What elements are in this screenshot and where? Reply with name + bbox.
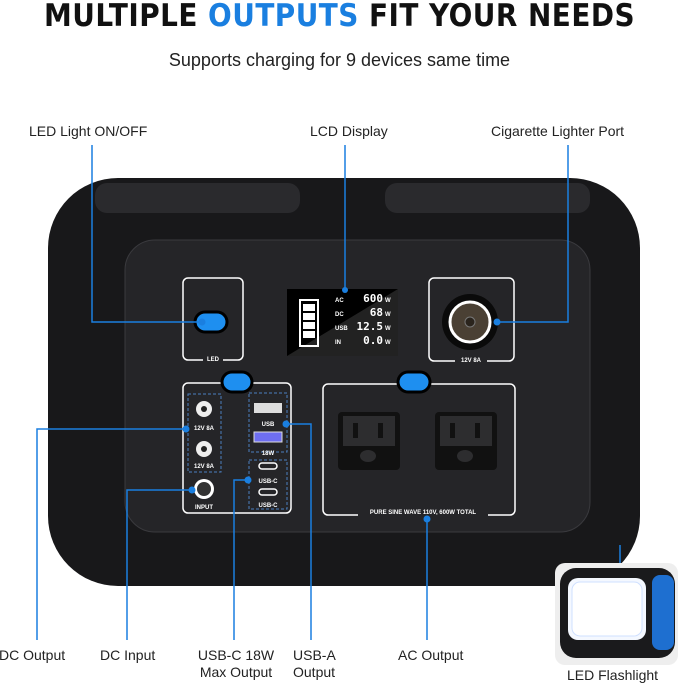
usbc1-text: USB-C	[259, 479, 279, 485]
lcd-row-label: AC	[335, 298, 344, 304]
callout-usb-a-line2: Output	[293, 664, 336, 680]
callout-flashlight: LED Flashlight	[567, 667, 659, 683]
lcd-row-value: 0.0	[363, 334, 383, 347]
lcd-row-value: 68	[370, 306, 383, 319]
flashlight-image	[555, 563, 678, 665]
callout-dc-output: DC Output	[0, 647, 66, 663]
lcd-row-value: 600	[363, 292, 383, 305]
callout-lines	[36, 145, 621, 640]
ac-text: PURE SINE WAVE 110V, 600W TOTAL	[370, 510, 476, 516]
usb-qc-text: 18W	[262, 451, 275, 457]
input-port	[197, 482, 211, 496]
lcd-row-label: USB	[335, 326, 348, 332]
ac-button	[396, 370, 432, 394]
dc-port-1	[201, 406, 207, 412]
usb-text: USB	[262, 422, 275, 428]
dc-usb-button	[220, 370, 254, 394]
callout-ac-output: AC Output	[398, 647, 464, 663]
led-text: LED	[207, 357, 220, 363]
callout-usb-c-line2: Max Output	[199, 664, 273, 680]
headline-part-1: MULTIPLE	[44, 0, 209, 34]
usb-c-port-1	[258, 462, 278, 470]
headline-part-2: FIT YOUR NEEDS	[358, 0, 635, 34]
cig-text: 12V 8A	[461, 358, 482, 364]
callout-led-light: LED Light ON/OFF	[29, 123, 148, 139]
handle-left	[95, 183, 300, 213]
lcd-row-unit: W	[385, 326, 391, 332]
callout-lcd-display: LCD Display	[310, 123, 388, 139]
lcd-row-value: 12.5	[357, 320, 384, 333]
usb-c-port-2	[258, 488, 278, 496]
lcd-row-unit: W	[385, 298, 391, 304]
callout-dc-input: DC Input	[100, 647, 156, 663]
callout-usb-c-line1: USB-C 18W	[197, 647, 275, 663]
lcd-row-label: DC	[335, 312, 344, 318]
dc-port-2	[201, 446, 207, 452]
handle-right	[385, 183, 590, 213]
battery-icon	[299, 299, 319, 347]
callout-dots	[182, 287, 501, 523]
usb-a-port	[254, 403, 282, 413]
usbc2-text: USB-C	[259, 503, 279, 509]
dc2-text: 12V 8A	[194, 464, 215, 470]
lcd-row-unit: W	[385, 340, 391, 346]
callout-cigarette-port: Cigarette Lighter Port	[491, 123, 625, 139]
usb-a-qc-port	[253, 431, 283, 443]
headline: MULTIPLE OUTPUTS FIT YOUR NEEDS	[34, 0, 645, 34]
lcd-row-label: IN	[335, 340, 341, 346]
lcd-row-unit: W	[385, 312, 391, 318]
headline-highlight: OUTPUTS	[208, 0, 359, 34]
input-text: INPUT	[195, 505, 213, 511]
callout-usb-a-line1: USB-A	[293, 647, 336, 663]
subtitle: Supports charging for 9 devices same tim…	[168, 50, 511, 70]
dc1-text: 12V 8A	[194, 426, 215, 432]
